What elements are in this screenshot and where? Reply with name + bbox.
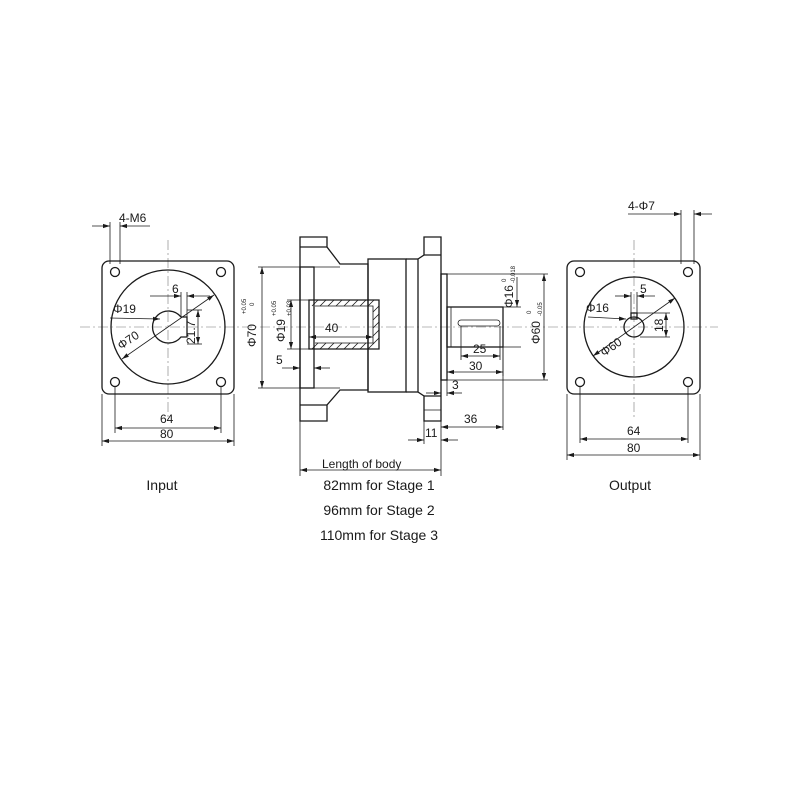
- output-mount-holes-label: 4-Φ7: [628, 199, 655, 213]
- output-mount-hole: [682, 266, 694, 278]
- stage-3-length: 110mm for Stage 3: [320, 527, 438, 543]
- input-hole-spacing-label: 64: [160, 412, 174, 426]
- input-mount-hole: [215, 266, 227, 278]
- input-mount-holes-label: 4-M6: [119, 211, 147, 225]
- input-mount-hole: [109, 376, 121, 388]
- input-mount-hole: [109, 266, 121, 278]
- svg-text:0: 0: [250, 302, 256, 306]
- output-shaft-keyway: [457, 319, 501, 327]
- output-flange-outline: [566, 260, 701, 395]
- svg-text:+0.05: +0.05: [272, 300, 278, 316]
- svg-text:+0.03: +0.03: [287, 300, 293, 316]
- stage-1-length: 82mm for Stage 1: [323, 477, 434, 493]
- side-bore-dia-label: Φ19: [274, 319, 288, 342]
- output-caption: Output: [609, 477, 651, 493]
- input-flange-outline: [101, 260, 235, 395]
- shaft-length-label: 30: [469, 359, 483, 373]
- shaft-total-label: 36: [464, 412, 478, 426]
- pilot-depth-label: 5: [276, 353, 283, 367]
- body-length-label: Length of body: [322, 457, 401, 471]
- spigot-dia-label: Φ60: [529, 321, 543, 344]
- svg-text:0: 0: [527, 310, 533, 314]
- key-length-label: 25: [473, 342, 487, 356]
- output-mount-hole: [682, 376, 694, 388]
- bore-hatching: [311, 299, 380, 350]
- bore-depth-label: 40: [325, 321, 339, 335]
- output-hole-spacing-label: 64: [627, 424, 641, 438]
- shaft-dia-label: Φ16: [502, 285, 516, 308]
- output-key-width-label: 5: [640, 282, 647, 296]
- output-mount-hole: [574, 266, 586, 278]
- gearbox-body: [367, 258, 407, 393]
- input-flange-size-label: 80: [160, 427, 174, 441]
- output-shaft-dia-label: Φ16: [586, 301, 609, 315]
- output-spigot-circle: [583, 276, 685, 378]
- input-view: 6 21.7 Φ19 Φ70 4-M6 64 80: [92, 211, 235, 446]
- input-mount-hole: [215, 376, 227, 388]
- output-shaft: [446, 306, 504, 348]
- svg-text:0: 0: [502, 278, 508, 282]
- side-view: Φ70 +0.05 0 Φ19 +0.05 +0.03 40 5 Φ16 0 -…: [242, 236, 548, 543]
- output-spigot-dia-label: Φ60: [598, 335, 625, 360]
- input-pilot-plate: [299, 266, 315, 389]
- svg-text:+0.05: +0.05: [242, 298, 248, 314]
- input-pilot-dia-label: Φ70: [115, 328, 142, 353]
- svg-text:-0.05: -0.05: [538, 302, 544, 316]
- input-key-depth-label: 21.7: [184, 320, 198, 344]
- output-view: 5 18 Φ16 Φ60 4-Φ7 64 80: [566, 199, 712, 460]
- input-caption: Input: [146, 477, 177, 493]
- spigot-height-label: 3: [452, 378, 459, 392]
- input-bore-section: [308, 299, 380, 350]
- input-pilot-circle: [110, 269, 226, 385]
- side-pilot-dia-label: Φ70: [245, 324, 259, 347]
- output-flange-size-label: 80: [627, 441, 641, 455]
- input-bore-dia-label: Φ19: [113, 302, 136, 316]
- output-mount-hole: [574, 376, 586, 388]
- input-key-width-label: 6: [172, 282, 179, 296]
- stage-2-length: 96mm for Stage 2: [323, 502, 434, 518]
- output-key-height-label: 18: [652, 318, 666, 332]
- flange-thickness-label: 11: [425, 426, 438, 440]
